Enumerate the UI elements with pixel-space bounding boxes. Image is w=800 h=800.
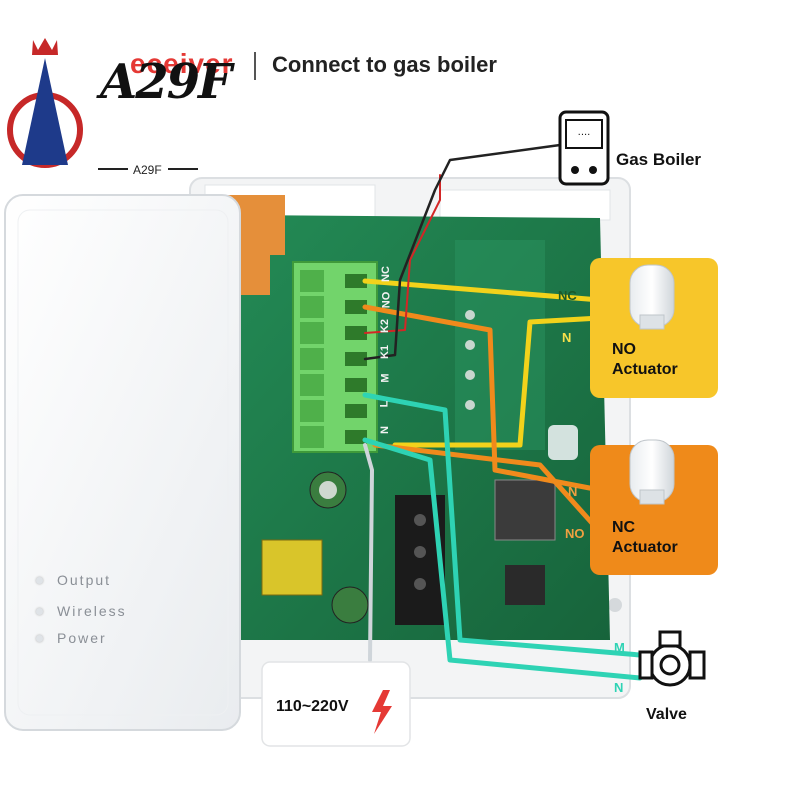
led-wireless-label: Wireless bbox=[57, 603, 127, 619]
valve-icon bbox=[638, 630, 706, 687]
led-dot-icon bbox=[36, 576, 43, 584]
wireless-module bbox=[494, 479, 556, 541]
nc-actuator-label-line2: Actuator bbox=[612, 539, 678, 556]
wire-red bbox=[364, 174, 441, 334]
screw-terminal bbox=[292, 261, 378, 453]
led-power: Power bbox=[36, 630, 107, 646]
watermark-caption: A29F bbox=[133, 163, 162, 177]
wire-black bbox=[363, 143, 562, 361]
no-actuator-label: NO Actuator bbox=[612, 340, 678, 380]
nc-actuator-label: NC Actuator bbox=[612, 518, 678, 558]
no-actuator-box bbox=[590, 258, 718, 398]
wire-yellow-n bbox=[392, 315, 603, 448]
brand-logo: eceiver bbox=[130, 48, 234, 79]
terminal-label: L bbox=[378, 400, 391, 408]
wire-label-no: NO bbox=[565, 526, 585, 541]
receiver-front-cover bbox=[4, 194, 241, 731]
wire-orange-no bbox=[362, 304, 603, 493]
terminal-label: NO bbox=[380, 291, 393, 309]
lightning-bolt-icon bbox=[372, 690, 392, 734]
crown-icon bbox=[32, 38, 58, 55]
led-power-label: Power bbox=[57, 630, 107, 646]
svg-text:····: ···· bbox=[578, 130, 591, 141]
valve-label: Valve bbox=[646, 706, 687, 723]
gas-boiler-icon: ···· bbox=[558, 110, 610, 186]
wire-orange-n bbox=[372, 442, 603, 535]
led-dot-icon bbox=[36, 634, 43, 642]
led-dot-icon bbox=[36, 607, 43, 615]
led-output-label: Output bbox=[57, 572, 112, 588]
nc-actuator-label-line1: NC bbox=[612, 519, 636, 536]
power-cable bbox=[363, 443, 374, 662]
wire-teal-n bbox=[362, 437, 643, 681]
circuit-board bbox=[215, 195, 610, 640]
wire-label-m: M bbox=[614, 640, 625, 655]
watermark-text: A29F bbox=[100, 54, 232, 110]
nc-actuator-box bbox=[590, 439, 718, 575]
wire-label-n: N bbox=[614, 680, 624, 695]
terminal-label: K2 bbox=[379, 318, 392, 334]
wire-label-nc: NC bbox=[558, 288, 577, 303]
led-wireless: Wireless bbox=[36, 603, 127, 619]
watermark-logo bbox=[7, 38, 198, 170]
transformer bbox=[261, 539, 323, 596]
no-actuator-label-line2: Actuator bbox=[612, 361, 678, 378]
chip bbox=[505, 565, 545, 605]
wiring bbox=[362, 143, 643, 681]
no-actuator-label-line1: NO bbox=[612, 341, 636, 358]
terminal-label: N bbox=[378, 426, 391, 434]
terminal-label: M bbox=[379, 373, 392, 383]
wire-label-n: N bbox=[562, 330, 572, 345]
power-supply-label: 110~220V bbox=[276, 698, 349, 715]
terminal-label: NC bbox=[379, 266, 392, 282]
header-divider bbox=[254, 52, 256, 80]
page-title: Connect to gas boiler bbox=[272, 52, 497, 77]
led-output: Output bbox=[36, 572, 111, 588]
wire-yellow-nc bbox=[362, 278, 603, 303]
wire-label-n: N bbox=[568, 484, 578, 499]
terminal-label: K1 bbox=[379, 344, 392, 360]
gas-boiler-label: Gas Boiler bbox=[616, 150, 702, 169]
power-supply-tag bbox=[261, 661, 411, 747]
wire-teal-m bbox=[362, 392, 643, 658]
